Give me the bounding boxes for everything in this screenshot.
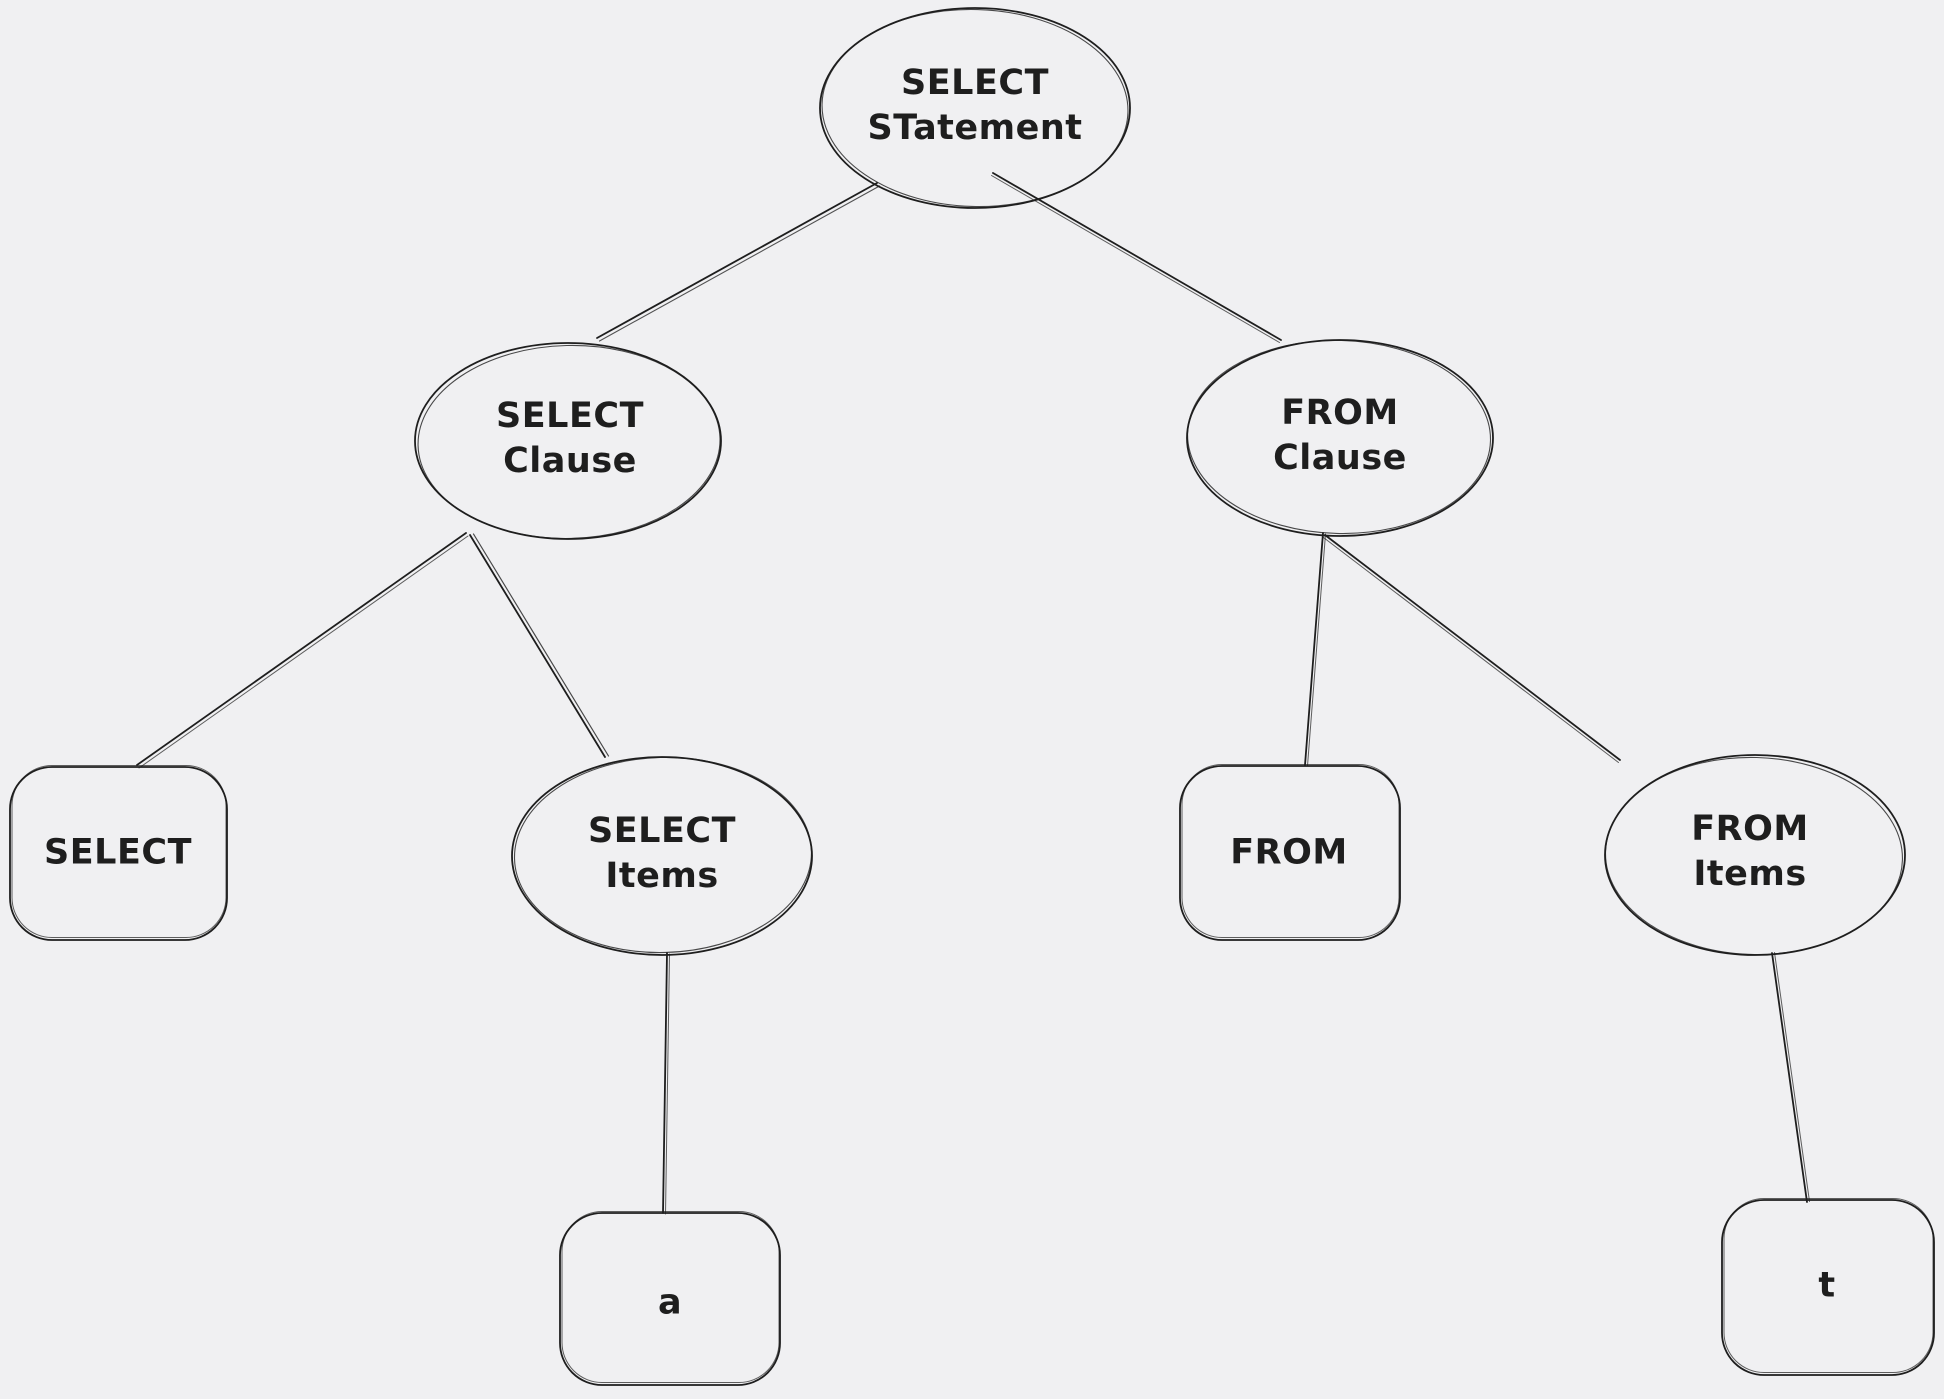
diagram-strokes [9,7,1935,1386]
node-shape-from-keyword [1179,764,1401,941]
edge-select-statement-select-clause [596,182,881,342]
edge-from-clause-from-keyword [1304,532,1326,767]
node-label-from-keyword: FROM [1230,832,1348,873]
node-label-item-a: a [657,1282,683,1323]
node-label-select-statement: SELECT STatement [867,63,1083,148]
edge-select-items-item-a [662,952,670,1215]
edge-from-clause-from-items [1323,534,1621,763]
edge-select-statement-from-clause [991,172,1282,343]
node-label-from-clause: FROM Clause [1273,393,1407,478]
node-label-select-keyword: SELECT [44,832,192,873]
node-label-from-items: FROM Items [1691,809,1809,894]
node-label-select-clause: SELECT Clause [496,396,644,481]
node-label-item-t: t [1818,1265,1836,1306]
node-label-select-items: SELECT Items [588,811,736,896]
node-shape-select-clause [414,342,722,540]
node-shape-select-statement [819,7,1131,209]
node-shape-from-items [1604,754,1906,956]
edge-from-items-item-t [1771,952,1810,1203]
edge-select-clause-select-keyword [136,532,469,769]
node-shape-select-items [511,756,813,956]
node-shape-item-a [559,1211,781,1386]
node-shape-from-clause [1186,339,1494,537]
node-shape-select-keyword [9,765,228,941]
edges [136,172,1810,1215]
edge-select-clause-select-items [469,533,610,758]
node-shapes [9,7,1935,1386]
node-shape-item-t [1721,1198,1935,1376]
